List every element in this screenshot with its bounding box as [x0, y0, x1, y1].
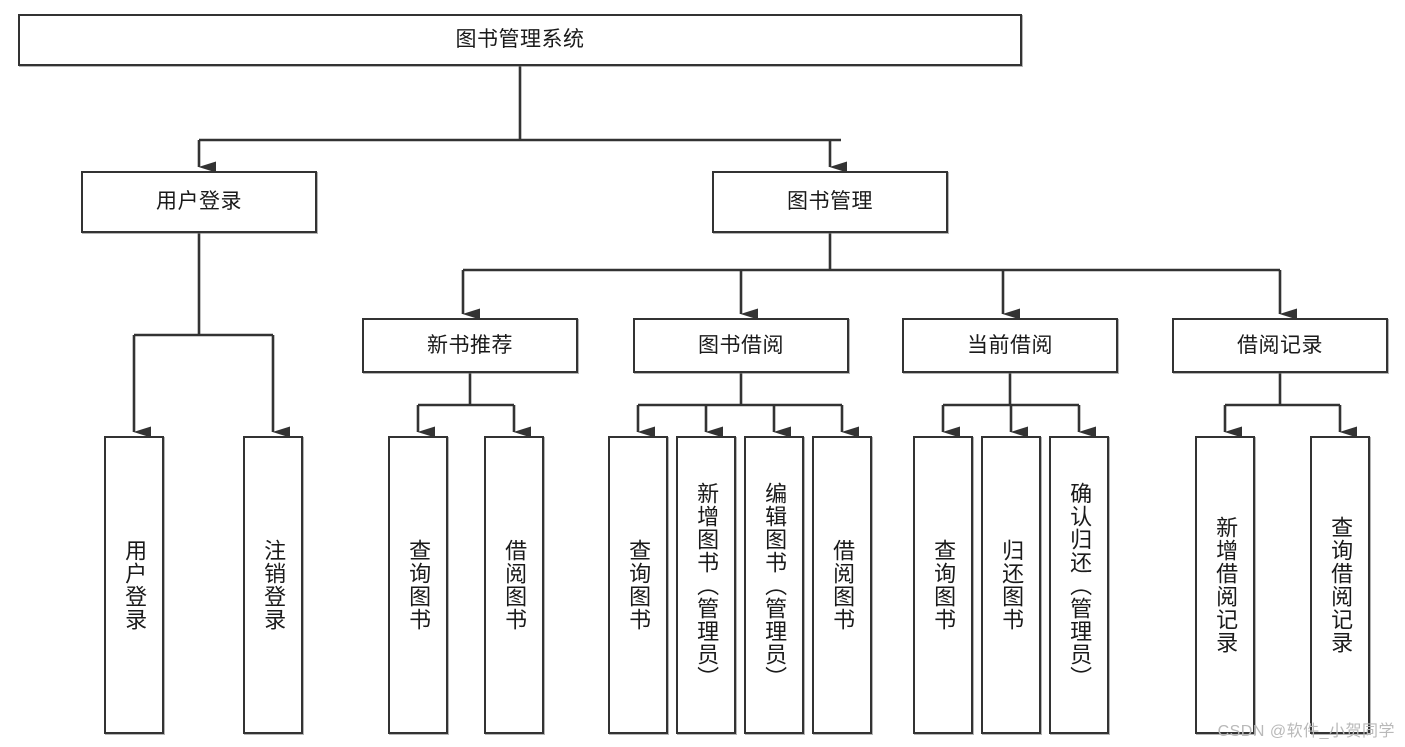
node-label: 查询借阅记录: [1328, 516, 1354, 654]
node-leaf-borrow-lend[interactable]: 借阅图书: [812, 436, 872, 734]
node-label: 新书推荐: [427, 333, 513, 357]
node-leaf-user-login[interactable]: 用户登录: [104, 436, 164, 734]
node-label: 用户登录: [156, 190, 242, 214]
node-label: 新增借阅记录: [1213, 516, 1239, 654]
node-book-borrow[interactable]: 图书借阅: [633, 318, 849, 373]
node-new-book-rec[interactable]: 新书推荐: [362, 318, 578, 373]
node-label: 查询图书: [406, 539, 432, 631]
node-label: 图书管理系统: [455, 28, 585, 52]
node-book-manage[interactable]: 图书管理: [712, 171, 948, 233]
node-root-system[interactable]: 图书管理系统: [18, 14, 1022, 66]
node-leaf-current-confirm[interactable]: 确认归还（管理员）: [1049, 436, 1109, 734]
node-leaf-rec-borrow[interactable]: 借阅图书: [484, 436, 544, 734]
node-leaf-borrow-query[interactable]: 查询图书: [608, 436, 668, 734]
node-label: 借阅图书: [502, 539, 528, 631]
node-label: 查询图书: [626, 539, 652, 631]
node-label: 注销登录: [261, 539, 287, 631]
node-user-login[interactable]: 用户登录: [81, 171, 317, 233]
node-leaf-current-return[interactable]: 归还图书: [981, 436, 1041, 734]
watermark-text: CSDN @软件_小贺同学: [1217, 723, 1395, 740]
node-label: 查询图书: [931, 539, 957, 631]
node-leaf-record-add[interactable]: 新增借阅记录: [1195, 436, 1255, 734]
node-borrow-record[interactable]: 借阅记录: [1172, 318, 1388, 373]
node-label: 图书借阅: [698, 333, 784, 357]
node-current-borrow[interactable]: 当前借阅: [902, 318, 1118, 373]
node-label: 图书管理: [787, 190, 873, 214]
node-leaf-record-query[interactable]: 查询借阅记录: [1310, 436, 1370, 734]
node-label: 确认归还（管理员）: [1067, 481, 1093, 689]
node-leaf-borrow-add[interactable]: 新增图书（管理员）: [676, 436, 736, 734]
node-leaf-borrow-edit[interactable]: 编辑图书（管理员）: [744, 436, 804, 734]
node-label: 归还图书: [999, 539, 1025, 631]
node-label: 借阅记录: [1237, 333, 1323, 357]
node-label: 新增图书（管理员）: [694, 481, 720, 689]
node-leaf-rec-query[interactable]: 查询图书: [388, 436, 448, 734]
node-leaf-current-query[interactable]: 查询图书: [913, 436, 973, 734]
node-label: 当前借阅: [967, 333, 1053, 357]
node-leaf-user-logout[interactable]: 注销登录: [243, 436, 303, 734]
node-label: 借阅图书: [830, 539, 856, 631]
node-label: 编辑图书（管理员）: [762, 481, 788, 689]
node-label: 用户登录: [122, 539, 148, 631]
